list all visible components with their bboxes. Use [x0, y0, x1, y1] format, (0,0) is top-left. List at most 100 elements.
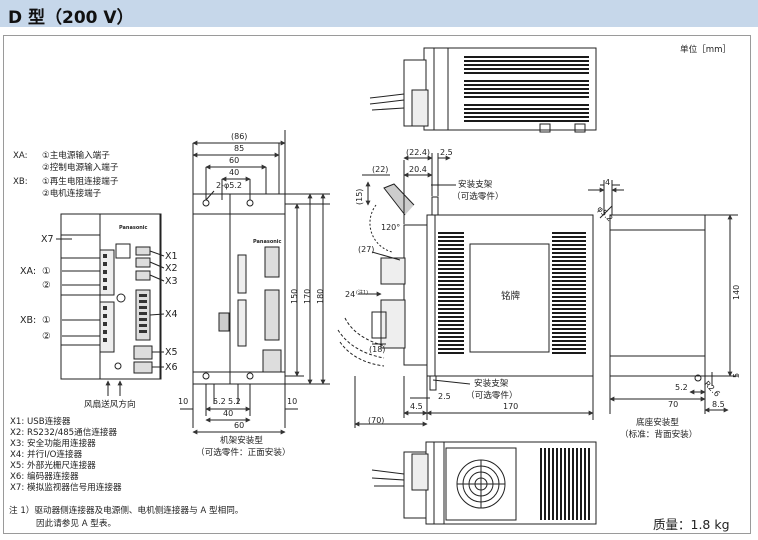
- dim-side-25: 2.5: [440, 148, 453, 157]
- rack-caption-2: （可选零件：正面安装）: [196, 448, 291, 458]
- list-code: X2:: [10, 428, 25, 438]
- dim-side-70: (70): [368, 416, 385, 425]
- label-xb-2: ②: [42, 331, 51, 342]
- dim-rack-hole: 2-φ5.2: [216, 181, 242, 190]
- note-line-2: 因此请参见 A 型表。: [36, 519, 117, 529]
- list-code: X1:: [10, 417, 25, 427]
- bracket-bottom-label: 安装支架: [474, 379, 509, 389]
- base-caption-2: （标准：背面安装）: [620, 430, 698, 440]
- list-desc: 外部光栅尺连接器: [27, 461, 96, 471]
- dim-side-22: (22): [372, 165, 389, 174]
- mass-label: 质量：1.8 kg: [653, 517, 730, 532]
- list-desc: RS232/485通信连接器: [27, 428, 118, 438]
- dim-side-204: 20.4: [409, 165, 427, 174]
- nameplate-label: 铭牌: [501, 291, 521, 302]
- label-x4: X4: [165, 309, 178, 320]
- list-desc: 并行I/O连接器: [27, 450, 83, 460]
- dim-rack-40: 40: [229, 168, 240, 177]
- dim-side-24-note: (注1): [356, 290, 369, 296]
- dim-side-18: (18): [369, 345, 386, 354]
- dim-rack-150: 150: [290, 288, 299, 304]
- bottom-view: [371, 441, 597, 525]
- dim-rack-10b: 10: [287, 397, 298, 406]
- note-line-1: 注 1）驱动器侧连接器及电源侧、电机侧连接器与 A 型相同。: [9, 506, 244, 516]
- label-x5: X5: [165, 347, 178, 358]
- side-view: [337, 153, 594, 428]
- dim-rack-52a: 5.2: [213, 397, 226, 406]
- list-desc: USB连接器: [27, 417, 71, 427]
- base-view: [588, 180, 738, 414]
- brand-logo: Panasonic: [119, 225, 148, 231]
- dim-rack-40b: 40: [223, 409, 234, 418]
- label-xb: XB:: [20, 315, 37, 326]
- list-item: X2: RS232/485通信连接器: [10, 429, 122, 440]
- list-desc: 模拟监视器信号用连接器: [27, 483, 122, 493]
- label-x2: X2: [165, 263, 178, 274]
- xa2-desc: ②控制电源输入端子: [42, 163, 119, 173]
- dim-rack-10a: 10: [178, 397, 189, 406]
- list-item: X4: 并行I/O连接器: [10, 451, 122, 462]
- label-xa-2: ②: [42, 280, 51, 291]
- dim-side-224: (22.4): [406, 148, 431, 157]
- dim-side-25b: 2.5: [438, 392, 451, 401]
- dim-rack-180: 180: [316, 288, 325, 304]
- label-xa: XA:: [20, 266, 37, 277]
- page-title: D 型（200 V）: [8, 8, 134, 28]
- connector-list: X1: USB连接器 X2: RS232/485通信连接器 X3: 安全功能用连…: [10, 418, 122, 495]
- airflow-label: 风扇送风方向: [84, 400, 136, 410]
- dim-side-27: (27): [358, 245, 375, 254]
- label-x1: X1: [165, 251, 178, 262]
- xb-prefix: XB:: [13, 177, 28, 187]
- list-code: X6:: [10, 472, 25, 482]
- xb2-desc: ②电机连接端子: [42, 189, 102, 199]
- list-code: X3:: [10, 439, 25, 449]
- dim-base-5: 5: [732, 372, 741, 378]
- list-item: X3: 安全功能用连接器: [10, 440, 122, 451]
- dim-rack-60b: 60: [234, 421, 245, 430]
- label-xb-1: ①: [42, 315, 51, 326]
- list-code: X7:: [10, 483, 25, 493]
- dim-base-140: 140: [732, 284, 741, 300]
- unit-label: 单位［mm］: [680, 45, 732, 55]
- dim-side-120: 120°: [381, 223, 401, 232]
- list-code: X5:: [10, 461, 25, 471]
- label-x3: X3: [165, 276, 178, 287]
- label-xa-1: ①: [42, 266, 51, 277]
- dim-rack-85: 85: [234, 144, 245, 153]
- brand-logo-rack: Panasonic: [253, 239, 282, 245]
- bracket-top-option: （可选零件）: [452, 192, 504, 202]
- rack-view: [180, 130, 330, 435]
- dim-rack-86: (86): [231, 132, 248, 141]
- dim-rack-170: 170: [303, 288, 312, 304]
- dim-base-70: 70: [668, 400, 679, 409]
- dim-base-52: 5.2: [675, 383, 688, 392]
- dim-side-45: 4.5: [410, 402, 423, 411]
- list-item: X1: USB连接器: [10, 418, 122, 429]
- dim-base-85: 8.5: [712, 400, 725, 409]
- list-code: X4:: [10, 450, 25, 460]
- drawing-frame: [3, 35, 751, 534]
- list-item: X5: 外部光栅尺连接器: [10, 462, 122, 473]
- dim-base-4: 4: [605, 178, 611, 187]
- bracket-bottom-option: （可选零件）: [466, 391, 518, 401]
- dim-side-24: 24: [345, 290, 356, 299]
- list-item: X7: 模拟监视器信号用连接器: [10, 484, 122, 495]
- base-caption-1: 底座安装型: [636, 418, 679, 428]
- dim-side-15: (15): [355, 188, 364, 205]
- label-x7: X7: [41, 234, 54, 245]
- dim-side-170: 170: [503, 402, 519, 411]
- list-item: X6: 编码器连接器: [10, 473, 122, 484]
- top-view: [369, 47, 597, 133]
- rack-caption-1: 机架安装型: [220, 436, 263, 446]
- list-desc: 安全功能用连接器: [27, 439, 96, 449]
- xa1-desc: ①主电源输入端子: [42, 151, 110, 161]
- xa-prefix: XA:: [13, 151, 28, 161]
- bracket-top-label: 安装支架: [458, 180, 493, 190]
- list-desc: 编码器连接器: [27, 472, 79, 482]
- front-view: [56, 213, 165, 396]
- dim-rack-60: 60: [229, 156, 240, 165]
- xb1-desc: ①再生电阻连接端子: [42, 177, 119, 187]
- label-x6: X6: [165, 362, 178, 373]
- title-bar: [0, 0, 758, 27]
